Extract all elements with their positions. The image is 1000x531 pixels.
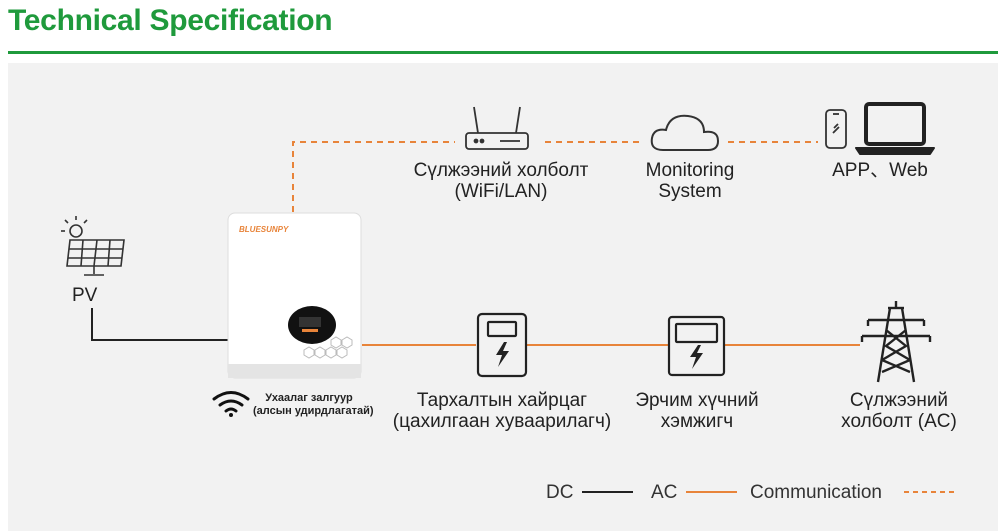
inverter-unit [227,212,362,379]
energy-meter-label-line2: хэмжигч [660,411,734,432]
smart-plug-label-line2: (алсын удирдлагатай) [253,405,374,417]
grid-connection-label-line2: холболт (AC) [841,411,957,432]
inverter-vents [303,336,353,359]
smart-plug-label-line1: Ухаалаг залгуур [265,392,353,404]
network-label: Сүлжээний холболт (WiFi/LAN) [401,160,601,202]
laptop-icon [855,102,935,155]
communication-links [292,141,818,212]
network-label-line1: Сүлжээний холболт [413,160,589,181]
monitoring-label: Monitoring System [630,160,750,202]
energy-meter-label-line1: Эрчим хүчний [635,390,759,411]
power-tower-icon [860,301,932,383]
title-divider [8,51,998,54]
inverter-brand-logo: BLUESUNPY [239,225,289,234]
router-icon [465,106,529,150]
comm-link-inverter-router [292,141,455,212]
distribution-box-icon [476,312,528,378]
legend-ac: AC [651,482,678,503]
grid-connection-label: Сүлжээний холболт (AC) [830,390,968,432]
pv-label: PV [72,285,98,306]
dc-link-pv-inverter [91,308,228,341]
legend-dc: DC [546,482,574,503]
solar-panel-icon [61,216,125,276]
monitoring-label-line1: Monitoring [645,160,735,181]
smart-plug-label: Ухаалаг залгуур (алсын удирдлагатай) [253,392,374,418]
page-title: Technical Specification [8,4,333,37]
cloud-icon [650,114,720,151]
distribution-box-label: Тархалтын хайрцаг (цахилгаан хуваарилагч… [376,390,628,432]
wifi-icon [212,391,250,417]
app-web-label: APP、Web [832,160,928,181]
energy-meter-icon [667,315,726,377]
inverter-display [288,306,336,344]
distribution-box-label-line2: (цахилгаан хуваарилагч) [392,411,612,432]
phone-icon [825,109,847,149]
legend-communication: Communication [750,482,882,503]
grid-connection-label-line1: Сүлжээний [849,390,949,411]
distribution-box-label-line1: Тархалтын хайрцаг [416,390,588,411]
monitoring-label-line2: System [658,181,722,202]
energy-meter-label: Эрчим хүчний хэмжигч [622,390,772,432]
network-label-line2: (WiFi/LAN) [454,181,548,202]
